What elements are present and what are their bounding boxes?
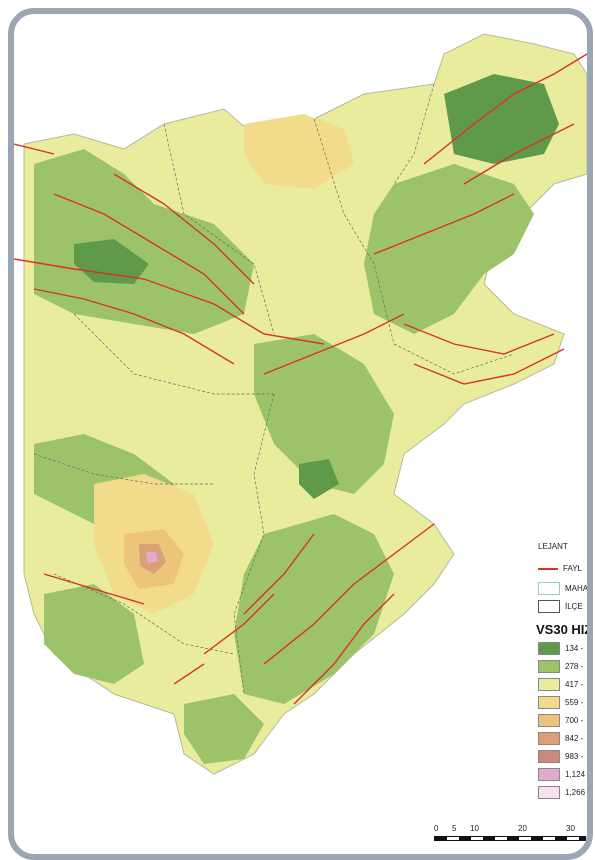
vs30-class-row: 842 - — [538, 732, 583, 745]
map-frame: LEJANT FAYL MAHA İLÇE VS30 HIZI 134 - 278… — [8, 8, 593, 860]
vs30-class-label: 700 - — [565, 716, 584, 725]
vs30-class-row: 417 - — [538, 678, 583, 691]
fault-lines — [14, 53, 587, 705]
tan-patch — [244, 114, 354, 189]
green-patch — [34, 149, 254, 334]
green-patch — [74, 239, 149, 284]
vs30-class-label: 278 - — [565, 662, 584, 671]
vs30-class-label: 1,266 — [565, 788, 586, 797]
legend-district-label: İLÇE — [565, 602, 583, 611]
scale-tick-label: 20 — [518, 824, 527, 833]
green-patch — [44, 584, 144, 684]
legend-district-row: İLÇE — [538, 600, 583, 613]
legend-neighborhood-row: MAHA — [538, 582, 589, 595]
vs30-class-label: 134 - — [565, 644, 584, 653]
green-patch — [184, 694, 264, 764]
legend-fault-row: FAYL — [538, 564, 582, 573]
vs30-class-row: 983 - — [538, 750, 583, 763]
vs30-class-label: 1,124 — [565, 770, 586, 779]
pink-patch — [146, 552, 158, 564]
vs30-class-row: 134 - — [538, 642, 583, 655]
vs30-class-row: 700 - — [538, 714, 583, 727]
vs30-class-label: 842 - — [565, 734, 584, 743]
vs30-class-label: 417 - — [565, 680, 584, 689]
scale-tick-label: 30 — [566, 824, 575, 833]
neighborhood-swatch — [538, 582, 560, 595]
scale-bar-graphic — [434, 836, 586, 841]
district-swatch — [538, 600, 560, 613]
legend-title: LEJANT — [538, 542, 568, 551]
green-patch — [254, 334, 394, 494]
district-boundaries — [33, 83, 515, 695]
scale-tick-label: 5 — [452, 824, 457, 833]
scale-bar: 0 5 10 20 30 — [434, 824, 586, 852]
vs30-class-row: 1,266 — [538, 786, 585, 799]
vs30-class-row: 278 - — [538, 660, 583, 673]
scale-tick-label: 0 — [434, 824, 439, 833]
green-patch — [444, 74, 559, 164]
vs30-class-swatch — [538, 732, 560, 745]
legend-fault-label: FAYL — [563, 564, 582, 573]
fault-line-swatch — [538, 567, 558, 570]
vs30-class-swatch — [538, 696, 560, 709]
vs30-class-swatch — [538, 678, 560, 691]
scale-tick-label: 10 — [470, 824, 479, 833]
vs30-class-swatch — [538, 750, 560, 763]
vs30-class-row: 559 - — [538, 696, 583, 709]
vs30-title: VS30 HIZI — [536, 622, 593, 637]
vs30-class-swatch — [538, 786, 560, 799]
green-patch — [299, 459, 339, 499]
vs30-class-swatch — [538, 660, 560, 673]
vs30-class-label: 559 - — [565, 698, 584, 707]
vs30-class-row: 1,124 — [538, 768, 585, 781]
vs30-class-swatch — [538, 714, 560, 727]
vs30-class-swatch — [538, 768, 560, 781]
vs30-class-swatch — [538, 642, 560, 655]
vs30-class-label: 983 - — [565, 752, 584, 761]
vs30-map — [14, 33, 587, 775]
green-patch — [364, 164, 534, 334]
legend-neighborhood-label: MAHA — [565, 584, 589, 593]
